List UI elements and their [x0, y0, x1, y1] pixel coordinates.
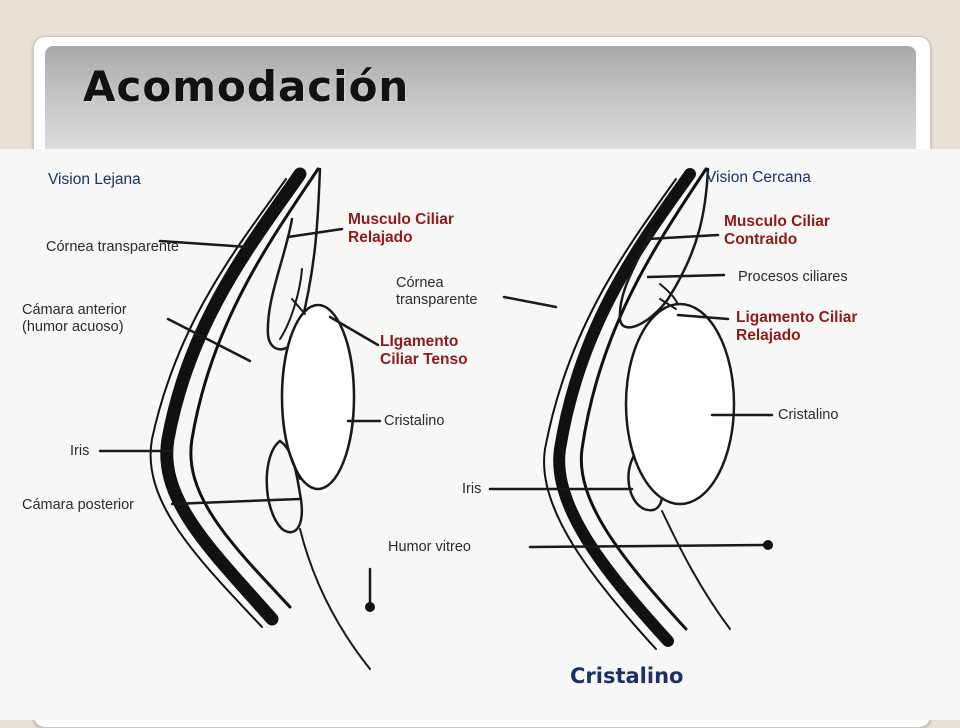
cornea-label-left: Córnea transparente [46, 239, 179, 255]
ligament-relaxed-line1: Ligamento Ciliar [736, 309, 858, 326]
lens-label-right: Cristalino [778, 407, 839, 423]
ligament-tense-line1: LIgamento [380, 333, 459, 350]
aqueous-humor-label: (humor acuoso) [22, 319, 124, 335]
cornea-label-right-line2: transparente [396, 292, 478, 308]
ciliary-processes-label: Procesos ciliares [738, 269, 848, 285]
cornea-label-right-line1: Córnea [396, 275, 444, 291]
right-eye-illustration [488, 167, 774, 650]
ciliary-muscle-contracted-line2: Contraido [724, 231, 798, 248]
slide-title: Acomodación [83, 62, 410, 111]
right-heading: Vision Cercana [706, 169, 811, 186]
eye-accommodation-diagram: Vision Lejana Córnea transparente Cámara… [0, 149, 960, 720]
ligament-relaxed-line2: Relajado [736, 327, 801, 344]
lens-label-left: Cristalino [384, 413, 445, 429]
left-heading: Vision Lejana [48, 171, 141, 188]
vitreous-humor-label: Humor vitreo [388, 539, 471, 555]
iris-label-left: Iris [70, 443, 90, 459]
title-bar [45, 46, 916, 149]
left-eye-illustration [98, 167, 382, 670]
ligament-tense-line2: Ciliar Tenso [380, 351, 468, 368]
iris-label-right: Iris [462, 481, 482, 497]
anterior-chamber-label: Cámara anterior [22, 302, 127, 318]
diagram-caption: Cristalino [570, 664, 684, 688]
ciliary-muscle-contracted-line1: Musculo Ciliar [724, 213, 830, 230]
diagram-drawing [98, 167, 774, 670]
ciliary-muscle-relaxed-line2: Relajado [348, 229, 413, 246]
ciliary-muscle-relaxed-line1: Musculo Ciliar [348, 211, 454, 228]
posterior-chamber-label: Cámara posterior [22, 497, 135, 513]
